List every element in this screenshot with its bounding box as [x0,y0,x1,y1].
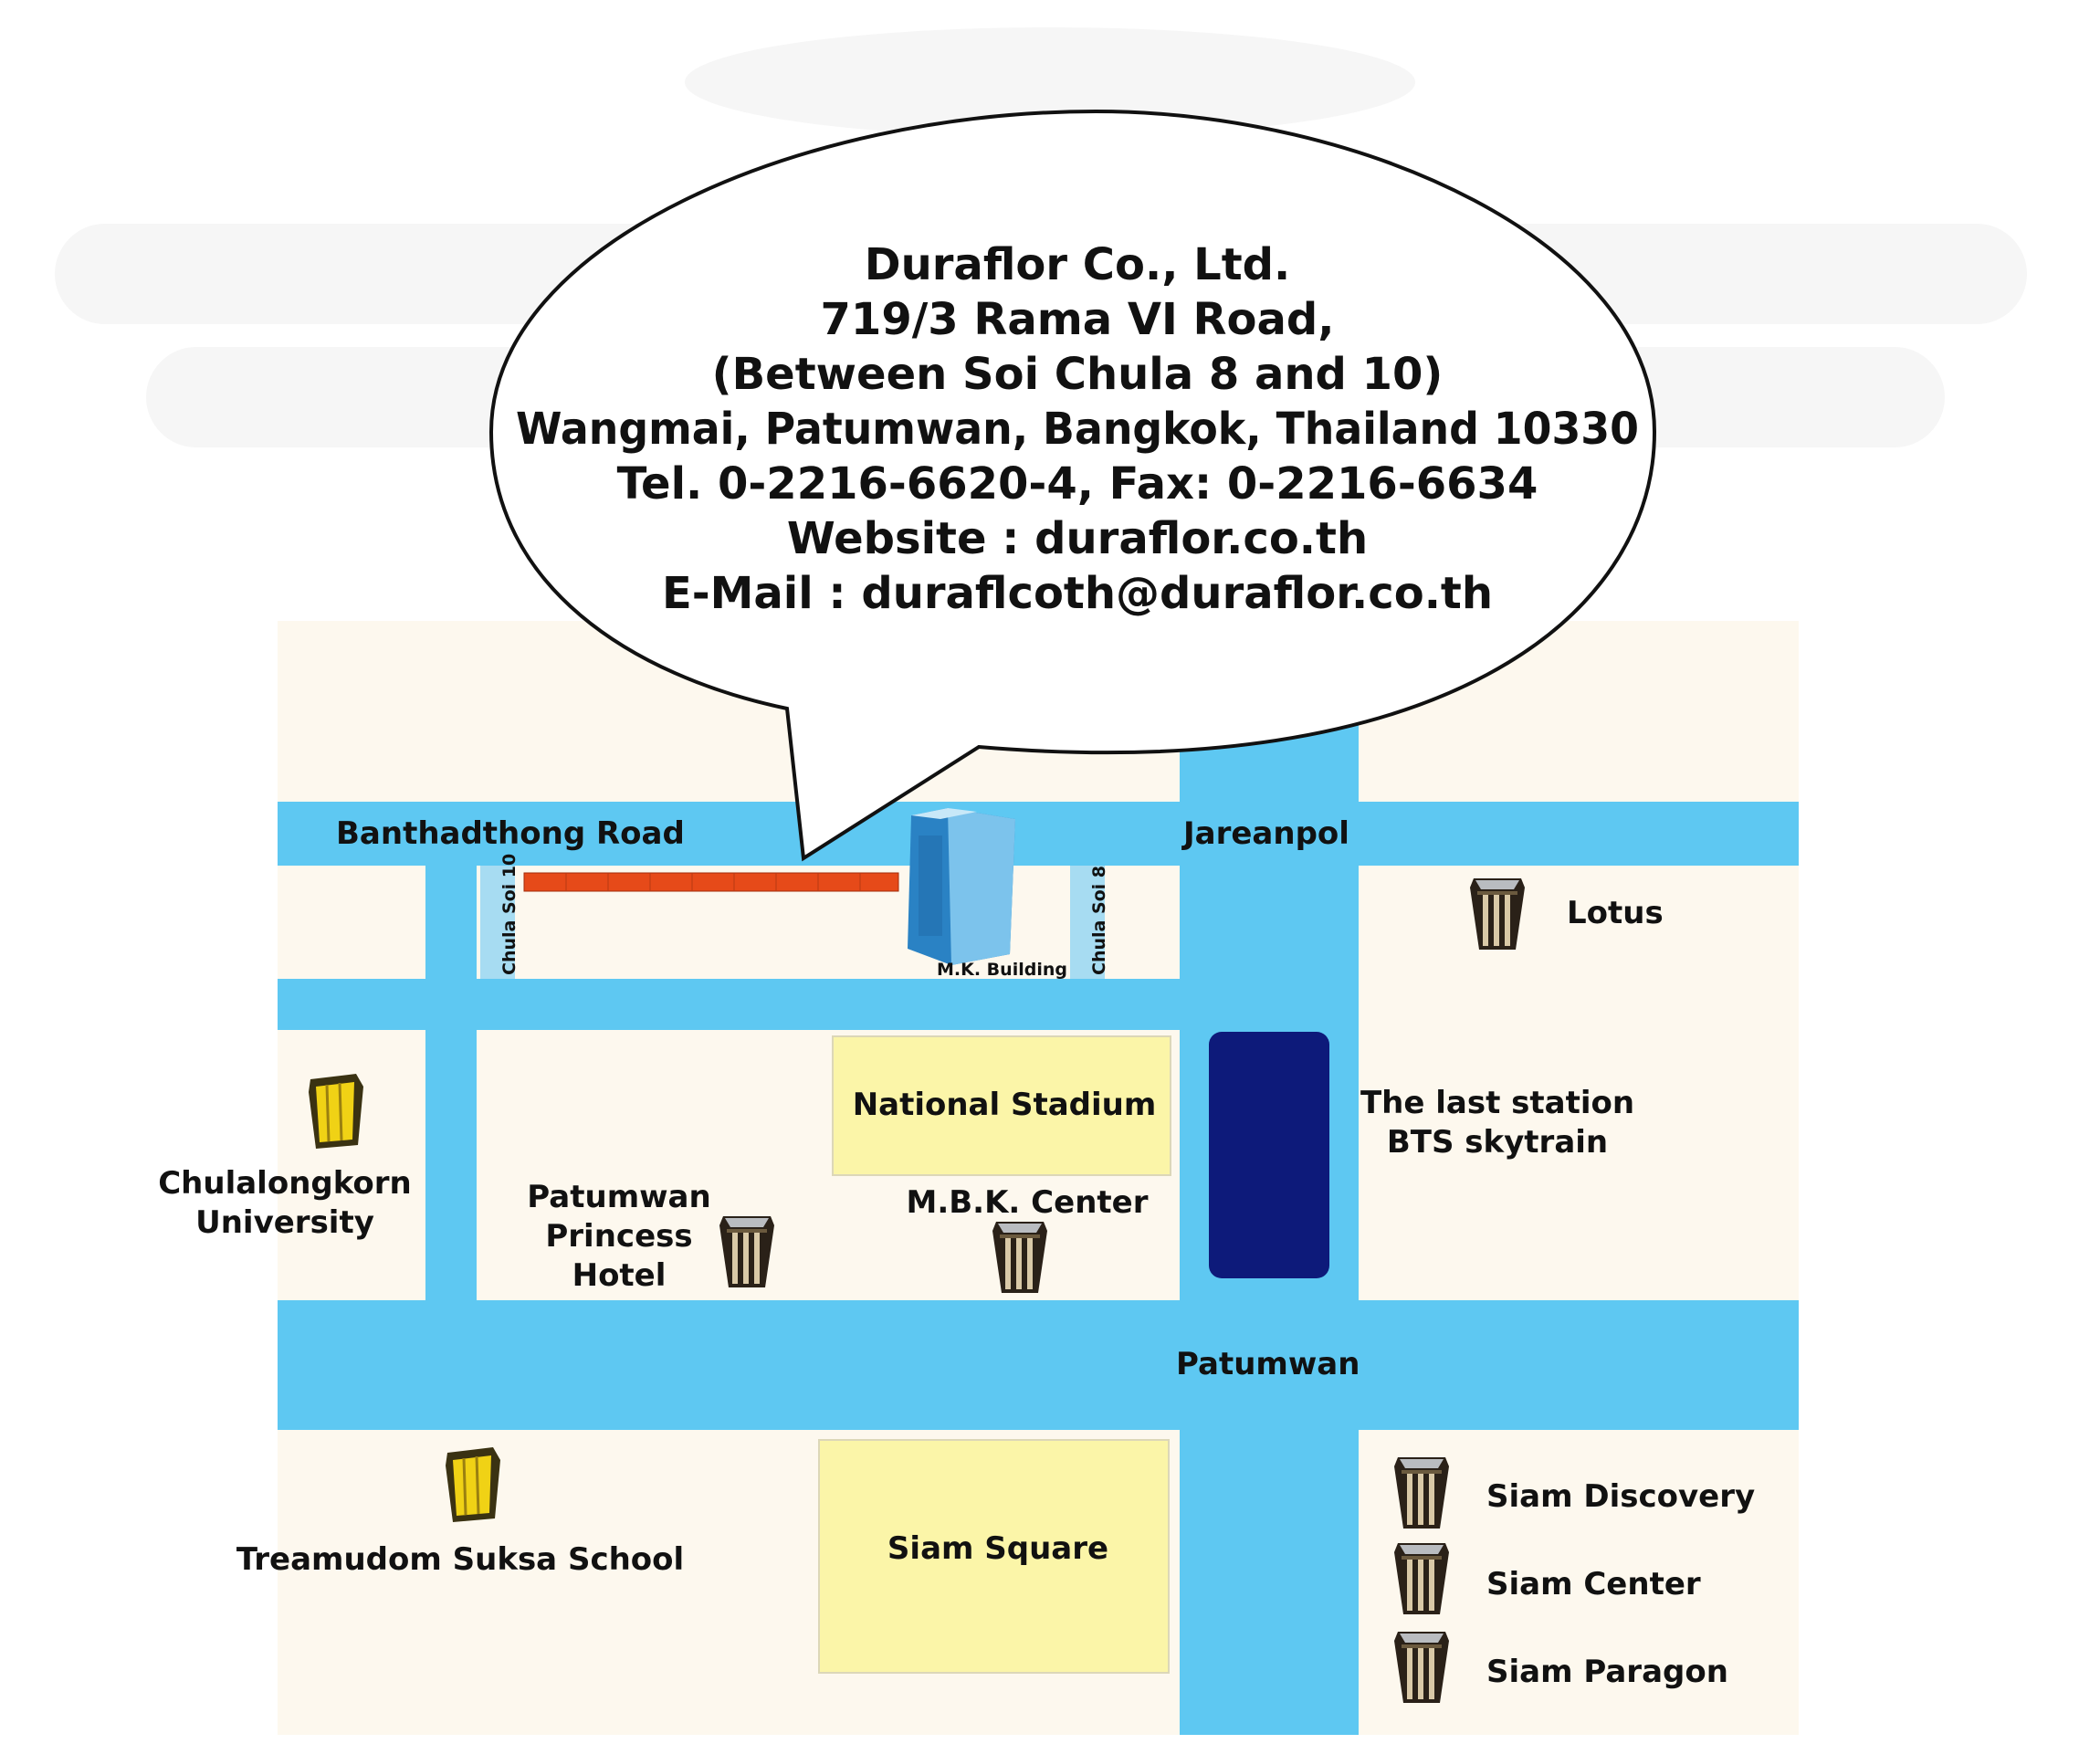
mbk-center-label: M.B.K. Center [907,1184,1149,1221]
company-address-line1: 719/3 Rama VI Road, [821,294,1335,345]
left-vertical-road [425,866,477,1300]
bts-label-line1: The last station [1360,1085,1634,1121]
street-highlight-ticks [565,873,861,891]
jareanpol-road-label: Jareanpol [1181,815,1349,852]
company-email: E-Mail : duraflcoth@duraflor.co.th [662,568,1493,619]
chula-soi-10-road [480,866,515,979]
company-address-line2: (Between Soi Chula 8 and 10) [712,349,1444,400]
speech-bubble [488,109,1657,862]
lotus-label: Lotus [1567,895,1664,931]
school-building-icon [444,1445,502,1524]
chula-soi-10-label: Chula Soi 10 [499,854,520,975]
mall-building-icon [992,1222,1047,1293]
national-stadium-block [832,1035,1171,1176]
siam-center-label: Siam Center [1486,1566,1701,1602]
company-website: Website : duraflor.co.th [787,513,1368,564]
school-building-icon [307,1072,365,1150]
office-tower-icon [908,808,1015,965]
hotel-label-line2: Princess [545,1218,692,1255]
upper-cross-road [278,979,1180,1030]
mall-building-icon [1394,1457,1449,1529]
treamudom-school-label: Treamudom Suksa School [236,1541,684,1578]
company-name: Duraflor Co., Ltd. [865,239,1291,290]
hotel-label-line1: Patumwan [527,1179,710,1215]
chulalongkorn-label-line2: University [195,1204,374,1241]
hotel-label-line3: Hotel [572,1257,667,1294]
chulalongkorn-label-line1: Chulalongkorn [158,1165,412,1202]
siam-square-block [818,1439,1170,1674]
mk-building-label: M.K. Building [937,960,1067,980]
bts-label-line2: BTS skytrain [1387,1124,1608,1161]
patumwan-road-label: Patumwan [1176,1346,1360,1382]
mall-building-icon [1394,1632,1449,1703]
chula-soi-8-label: Chula Soi 8 [1089,866,1109,975]
mall-building-icon [719,1216,774,1287]
siam-discovery-label: Siam Discovery [1486,1478,1755,1515]
company-phone-fax: Tel. 0-2216-6620-4, Fax: 0-2216-6634 [617,458,1538,510]
patumwan-road [278,1300,1799,1430]
chula-soi-8-road [1070,866,1105,979]
bts-station-marker [1209,1032,1329,1278]
banthadthong-road-label: Banthadthong Road [336,815,685,852]
siam-paragon-label: Siam Paragon [1486,1654,1728,1690]
company-address-line3: Wangmai, Patumwan, Bangkok, Thailand 103… [516,404,1639,455]
duraflor-street-highlight [523,872,899,892]
mall-building-icon [1470,878,1525,950]
mall-building-icon [1394,1543,1449,1614]
national-stadium-label: National Stadium [853,1087,1157,1123]
siam-square-label: Siam Square [887,1530,1108,1567]
banthadthong-road [278,802,1799,866]
